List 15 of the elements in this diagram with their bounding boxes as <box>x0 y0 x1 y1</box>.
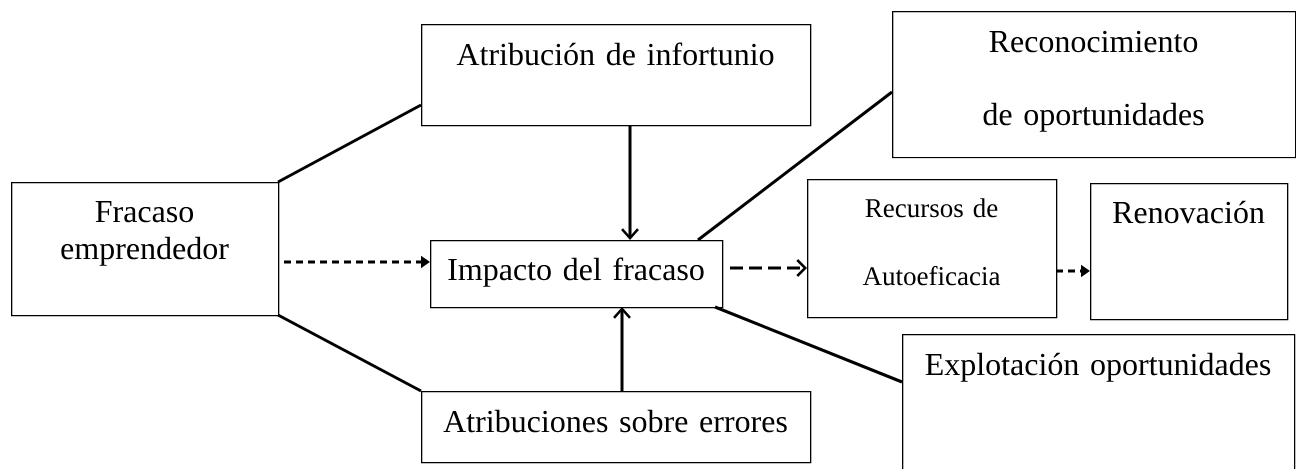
arrow <box>613 307 631 391</box>
process-box: Recursos de Autoeficacia <box>807 179 1058 319</box>
arrow <box>621 125 639 240</box>
process-box: Atribución de infortunio <box>421 24 812 127</box>
connector-line <box>697 90 893 242</box>
process-box: Explotación oportunidades <box>902 334 1296 469</box>
process-box: Fracaso emprendedor <box>11 182 280 317</box>
process-box: Renovación <box>1090 183 1289 321</box>
process-box: Reconocimiento de oportunidades <box>892 11 1296 159</box>
process-box: Impacto del fracaso <box>430 240 724 309</box>
process-box: Atribuciones sobre errores <box>421 391 812 464</box>
connector-line <box>714 305 903 384</box>
arrow <box>730 259 807 277</box>
connector-line <box>277 313 422 393</box>
connector-line <box>277 103 422 184</box>
